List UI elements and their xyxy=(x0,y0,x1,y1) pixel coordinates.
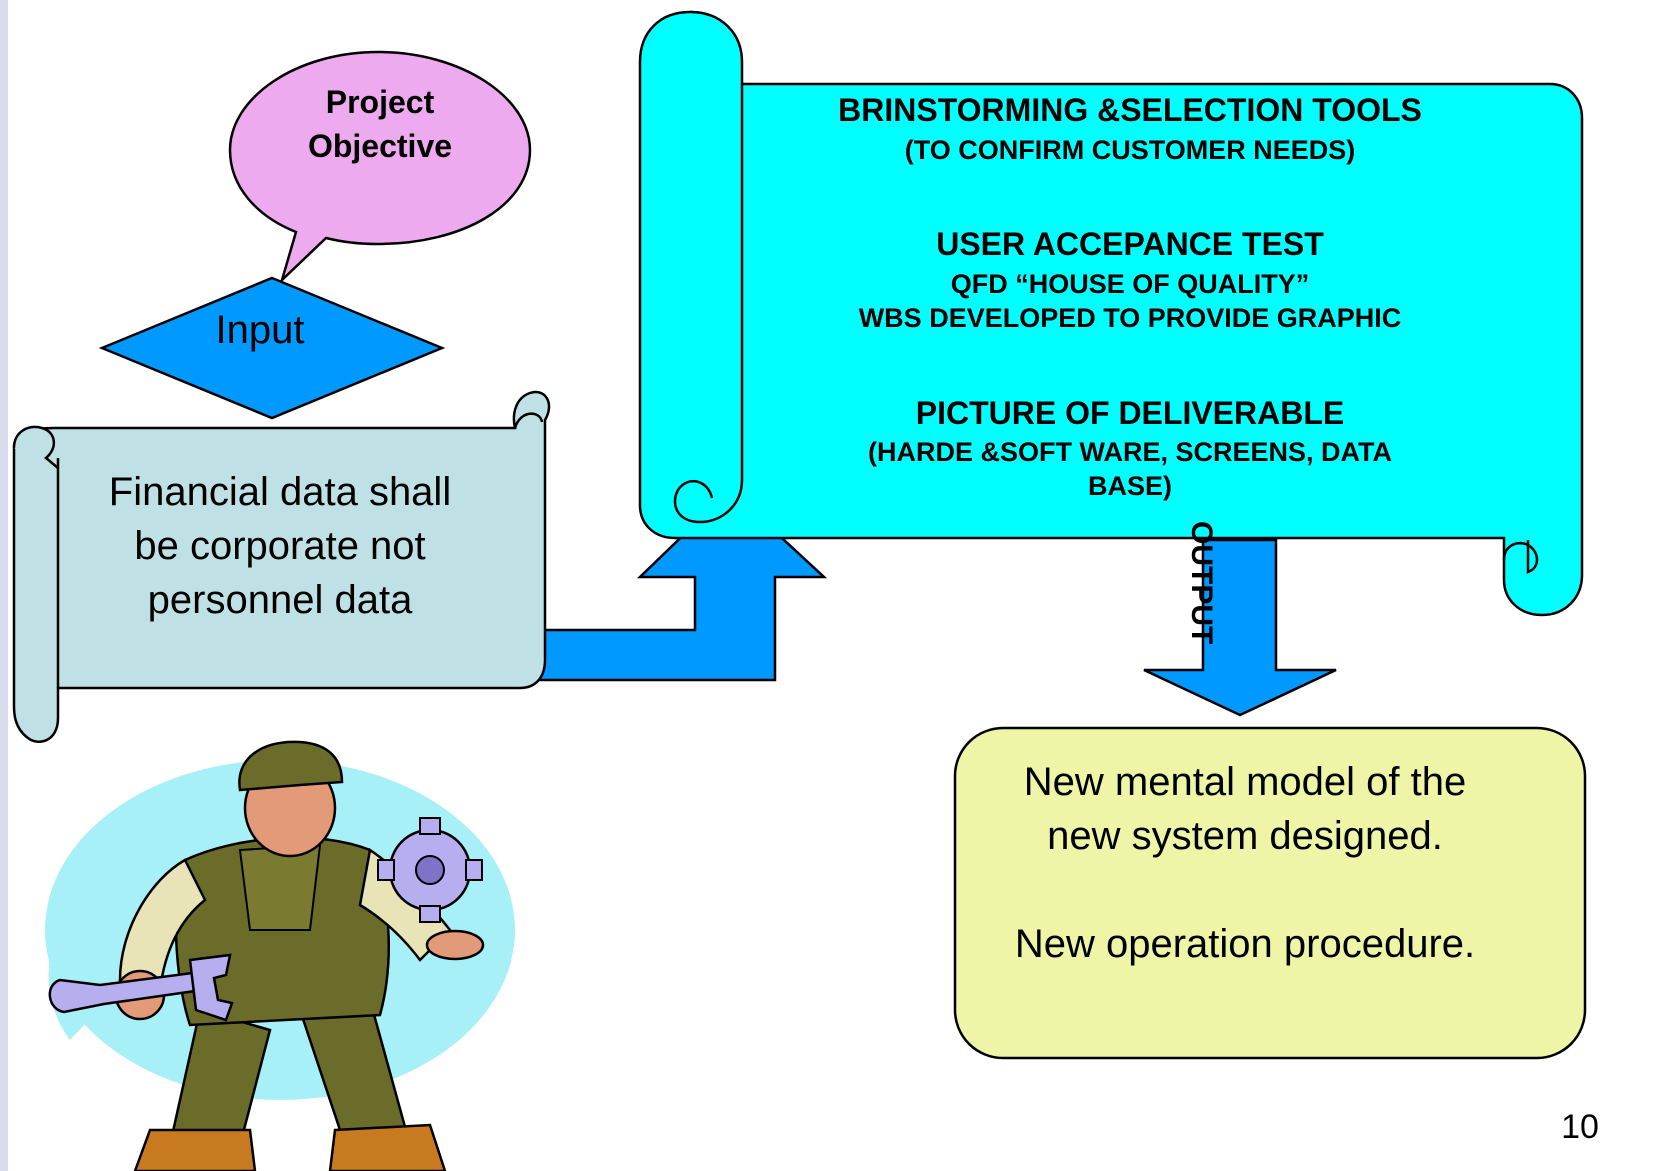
output-label: OUTPUT xyxy=(1185,521,1218,645)
tools-line-6: PICTURE OF DELIVERABLE xyxy=(915,395,1345,431)
tools-line-1: BRINSTORMING &SELECTION TOOLS xyxy=(838,92,1422,128)
project-objective-bubble xyxy=(228,50,532,285)
tools-line-4: QFD “HOUSE OF QUALITY” xyxy=(950,269,1310,299)
tools-line-8: BASE) xyxy=(1087,471,1172,501)
result-box xyxy=(953,726,1587,1060)
result-line-2: new system designed. xyxy=(1047,814,1443,858)
bubble-line-1: Project xyxy=(325,84,435,120)
bubble-line-2: Objective xyxy=(307,128,453,164)
tools-line-3: USER ACCEPANCE TEST xyxy=(936,226,1324,262)
result-line-3: New operation procedure. xyxy=(1014,922,1476,966)
financial-text: Financial data shall be corporate not pe… xyxy=(60,465,500,627)
worker-clipart xyxy=(45,740,515,1171)
project-objective-label: Project Objective xyxy=(300,80,460,168)
financial-line-2: be corporate not xyxy=(134,524,426,568)
tools-line-5: WBS DEVELOPED TO PROVIDE GRAPHIC xyxy=(858,303,1402,333)
gear-icon xyxy=(377,817,483,923)
tools-line-7: (HARDE &SOFT WARE, SCREENS, DATA xyxy=(867,437,1392,467)
financial-scroll xyxy=(12,390,551,743)
result-line-1: New mental model of the xyxy=(1023,760,1467,804)
result-text: New mental model of the new system desig… xyxy=(945,755,1545,971)
output-arrow xyxy=(1143,538,1337,717)
wrench-icon xyxy=(48,953,234,1022)
input-label: Input xyxy=(215,308,305,352)
result-spacer xyxy=(945,863,1545,917)
input-diamond xyxy=(98,276,446,420)
slide-edge-accent xyxy=(0,0,8,1171)
tools-line-2: (TO CONFIRM CUSTOMER NEEDS) xyxy=(904,135,1356,165)
financial-line-1: Financial data shall xyxy=(108,470,452,514)
page-number: 10 xyxy=(1561,1108,1599,1146)
financial-line-3: personnel data xyxy=(147,578,413,622)
tools-scroll xyxy=(638,10,1584,617)
